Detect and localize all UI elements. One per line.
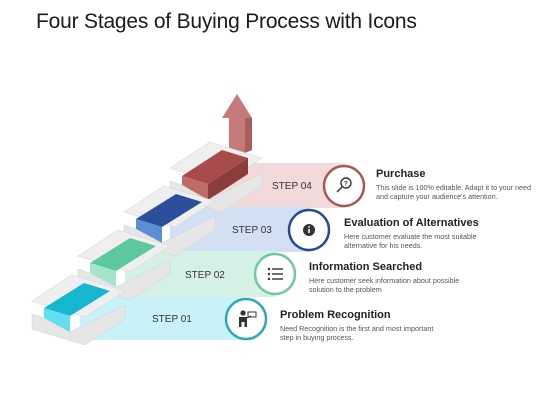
stage-02-description: Information Searched Here customer seek … (309, 261, 469, 295)
person-presenting-icon (239, 310, 257, 327)
stage-icon-02 (253, 252, 297, 296)
step-label-04: STEP 04 (272, 181, 312, 192)
svg-text:?: ? (344, 181, 348, 188)
step-label-01: STEP 01 (152, 314, 192, 325)
stage-04-text: This slide is 100% editable. Adapt it to… (376, 183, 532, 202)
stage-04-description: Purchase This slide is 100% editable. Ad… (376, 168, 536, 202)
magnifier-question-icon (336, 177, 352, 193)
band-step-03 (170, 207, 310, 252)
stage-02-heading: Information Searched (309, 261, 423, 273)
stage-01-heading: Problem Recognition (280, 309, 391, 321)
stage-icon-03 (287, 208, 331, 252)
step-label-03: STEP 03 (232, 225, 272, 236)
stage-03-text: Here customer evaluate the most suitable… (344, 232, 477, 251)
list-icon (267, 267, 283, 281)
stage-icon-01 (224, 297, 268, 341)
band-step-02 (125, 251, 275, 297)
growth-arrow (222, 94, 252, 153)
stair-block-04 (169, 141, 263, 213)
stage-02-text: Here customer seek information about pos… (309, 276, 460, 295)
step-label-02: STEP 02 (185, 270, 225, 281)
stage-03-heading: Evaluation of Alternatives (344, 217, 479, 229)
stage-01-description: Problem Recognition Need Recognition is … (280, 309, 440, 343)
info-icon (303, 224, 315, 236)
stair-block-01 (31, 274, 126, 346)
stage-01-text: Need Recognition is the first and most i… (280, 324, 434, 343)
stage-03-description: Evaluation of Alternatives Here customer… (344, 217, 504, 251)
page-title: Four Stages of Buying Process with Icons (36, 10, 417, 33)
stair-block-02 (77, 229, 171, 301)
stage-04-heading: Purchase (376, 168, 426, 180)
stage-icon-04: ? (322, 164, 366, 208)
